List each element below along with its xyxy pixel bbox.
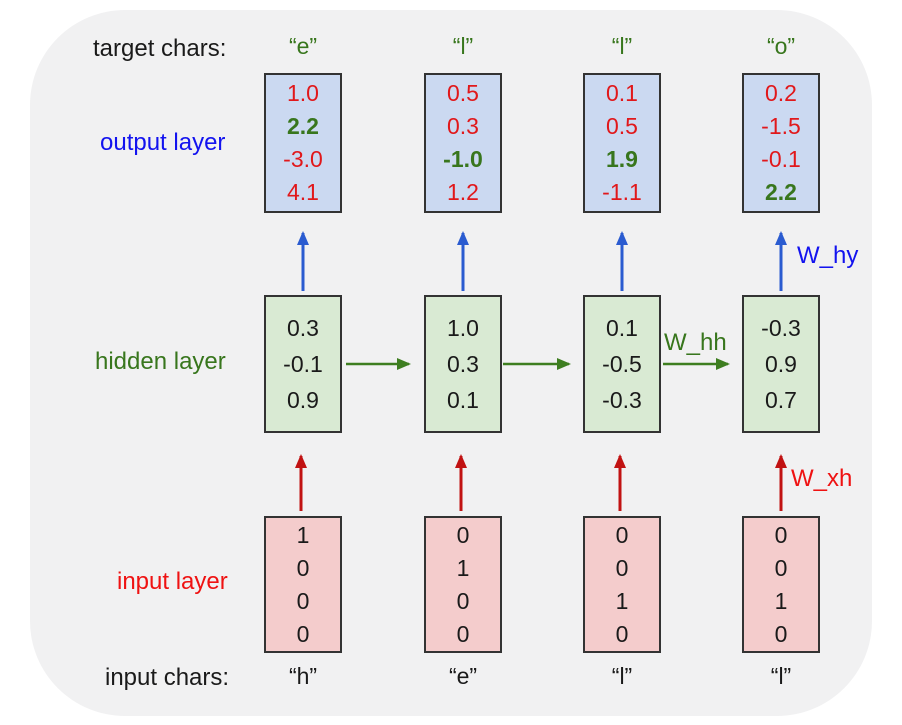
weight-hh-label: W_hh bbox=[664, 329, 727, 356]
vector-value: 0 bbox=[296, 554, 310, 581]
vector-value: 0 bbox=[296, 587, 310, 614]
input-box: 0 0 1 0 bbox=[583, 516, 661, 653]
hidden-layer-label: hidden layer bbox=[95, 348, 226, 375]
output-layer-label: output layer bbox=[100, 129, 226, 156]
vector-value: 1 bbox=[615, 587, 629, 614]
vector-value: -0.3 bbox=[761, 315, 801, 341]
input-layer-label: input layer bbox=[117, 568, 228, 595]
vector-value: 0.2 bbox=[765, 80, 797, 106]
hidden-box: 1.0 0.3 0.1 bbox=[424, 295, 502, 433]
weight-xh-label: W_xh bbox=[791, 465, 853, 492]
target-char: “l” bbox=[452, 33, 474, 59]
hidden-box: 0.1 -0.5 -0.3 bbox=[583, 295, 661, 433]
vector-value: 1.9 bbox=[606, 146, 638, 172]
vector-value: 0.7 bbox=[765, 387, 797, 413]
vector-value: 0.1 bbox=[606, 315, 638, 341]
rnn-column: “o” 0.2 -1.5 -0.1 2.2 -0.3 0.9 0.7 0 0 1 0 “l” bbox=[742, 0, 820, 725]
vector-value: 0.3 bbox=[447, 351, 479, 377]
output-box: 0.1 0.5 1.9 -1.1 bbox=[583, 73, 661, 213]
vector-value: 0 bbox=[615, 554, 629, 581]
vector-value: 0 bbox=[456, 521, 470, 548]
vector-value: -0.1 bbox=[761, 146, 801, 172]
hidden-box: 0.3 -0.1 0.9 bbox=[264, 295, 342, 433]
target-chars-label: target chars: bbox=[93, 35, 227, 62]
vector-value: 0 bbox=[296, 620, 310, 647]
vector-value: -1.0 bbox=[443, 146, 483, 172]
target-char: “l” bbox=[611, 33, 633, 59]
input-chars-label: input chars: bbox=[105, 664, 230, 691]
input-char: “l” bbox=[611, 663, 633, 689]
vector-value: 1.2 bbox=[447, 179, 479, 205]
output-box: 0.5 0.3 -1.0 1.2 bbox=[424, 73, 502, 213]
vector-value: 1.0 bbox=[447, 315, 479, 341]
vector-value: 1 bbox=[774, 587, 788, 614]
vector-value: -1.1 bbox=[602, 179, 642, 205]
output-box: 1.0 2.2 -3.0 4.1 bbox=[264, 73, 342, 213]
input-box: 0 0 1 0 bbox=[742, 516, 820, 653]
vector-value: 0 bbox=[774, 620, 788, 647]
input-char: “h” bbox=[288, 663, 318, 689]
input-char: “e” bbox=[448, 663, 478, 689]
vector-value: 2.2 bbox=[287, 113, 319, 139]
vector-value: 0 bbox=[774, 554, 788, 581]
vector-value: 0.9 bbox=[765, 351, 797, 377]
vector-value: 1 bbox=[456, 554, 470, 581]
vector-value: 0.1 bbox=[447, 387, 479, 413]
rnn-column: “l” 0.5 0.3 -1.0 1.2 1.0 0.3 0.1 0 1 0 0 “e” bbox=[424, 0, 502, 725]
rnn-column: “l” 0.1 0.5 1.9 -1.1 0.1 -0.5 -0.3 0 0 1 0 “l” bbox=[583, 0, 661, 725]
vector-value: 0 bbox=[774, 521, 788, 548]
vector-value: 0 bbox=[615, 521, 629, 548]
vector-value: -0.3 bbox=[602, 387, 642, 413]
vector-value: 0 bbox=[456, 620, 470, 647]
input-box: 0 1 0 0 bbox=[424, 516, 502, 653]
output-box: 0.2 -1.5 -0.1 2.2 bbox=[742, 73, 820, 213]
rnn-column: “e” 1.0 2.2 -3.0 4.1 0.3 -0.1 0.9 1 0 0 0 “h” bbox=[264, 0, 342, 725]
vector-value: 0.3 bbox=[287, 315, 319, 341]
target-char: “e” bbox=[288, 33, 318, 59]
vector-value: 0.9 bbox=[287, 387, 319, 413]
hidden-box: -0.3 0.9 0.7 bbox=[742, 295, 820, 433]
vector-value: -0.1 bbox=[283, 351, 323, 377]
vector-value: 0 bbox=[615, 620, 629, 647]
vector-value: 1 bbox=[296, 521, 310, 548]
vector-value: 4.1 bbox=[287, 179, 319, 205]
vector-value: 0.5 bbox=[606, 113, 638, 139]
vector-value: 0.3 bbox=[447, 113, 479, 139]
vector-value: 2.2 bbox=[765, 179, 797, 205]
vector-value: 1.0 bbox=[287, 80, 319, 106]
target-char: “o” bbox=[766, 33, 796, 59]
input-box: 1 0 0 0 bbox=[264, 516, 342, 653]
input-char: “l” bbox=[770, 663, 792, 689]
vector-value: 0 bbox=[456, 587, 470, 614]
vector-value: -1.5 bbox=[761, 113, 801, 139]
weight-hy-label: W_hy bbox=[797, 242, 859, 269]
vector-value: -0.5 bbox=[602, 351, 642, 377]
vector-value: 0.1 bbox=[606, 80, 638, 106]
vector-value: 0.5 bbox=[447, 80, 479, 106]
vector-value: -3.0 bbox=[283, 146, 323, 172]
